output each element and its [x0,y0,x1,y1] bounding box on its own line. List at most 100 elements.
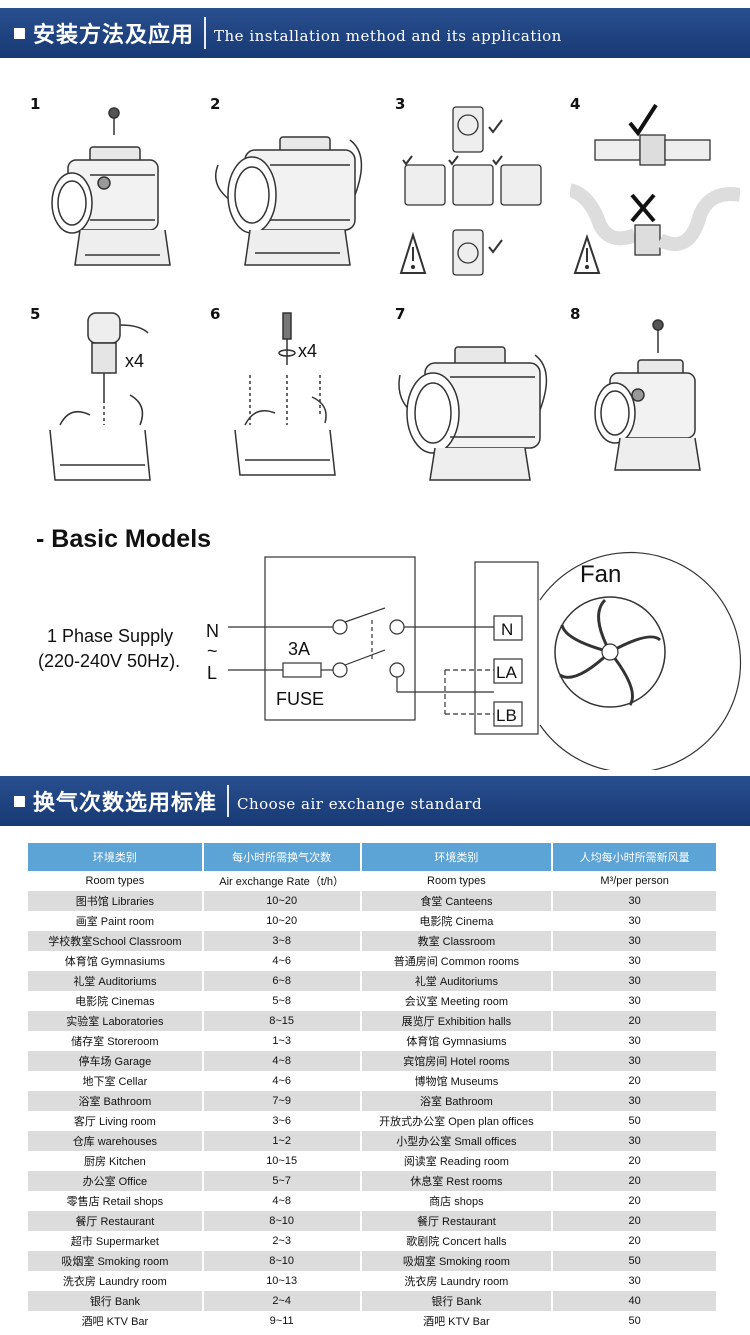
step-number: 3 [395,95,406,113]
table-cell: 小型办公室 Small offices [360,1131,554,1151]
step-6: 6 x4 [210,305,380,495]
table-cell: 30 [552,911,718,931]
table-cell: 20 [552,1071,718,1091]
step-number: 6 [210,305,221,323]
table-cell: 9~11 [202,1311,362,1331]
table-cell: 地下室 Cellar [28,1071,204,1091]
table-cell: 30 [552,1051,718,1071]
table-cell: 体育馆 Gymnasiums [360,1031,554,1051]
header-exchange-rate-cn: 每小时所需换气次数 [202,843,362,871]
table-cell: 浴室 Bathroom [360,1091,554,1111]
switch-box [264,556,416,721]
step-2: 2 [210,95,380,285]
table-cell: 会议室 Meeting room [360,991,554,1011]
table-cell: 20 [552,1211,718,1231]
table-cell: 展览厅 Exhibition halls [360,1011,554,1031]
section-title-en: Choose air exchange standard [237,795,483,813]
step-7: 7 [395,305,565,495]
table-cell: 20 [552,1191,718,1211]
step-5: 5 x4 [30,305,200,495]
table-cell: 20 [552,1151,718,1171]
table-cell: 30 [552,991,718,1011]
table-cell: 1~3 [202,1031,362,1051]
table-header-row: 环境类别 每小时所需换气次数 环境类别 人均每小时所需新风量 [28,843,718,871]
table-cell: 3~8 [202,931,362,951]
table-cell: 阅读室 Reading room [360,1151,554,1171]
wiring-diagram: 1 Phase Supply (220-240V 50Hz). N ~ L 3A… [38,551,742,770]
table-cell: 50 [552,1111,718,1131]
header-fresh-air-cn: 人均每小时所需新风量 [552,843,718,871]
subheader-room-types: Room types [28,871,204,891]
fuse-label: FUSE [276,689,324,709]
table-cell: 零售店 Retail shops [28,1191,204,1211]
table-cell: 储存室 Storeroom [28,1031,204,1051]
table-cell: 40 [552,1291,718,1311]
table-cell: 酒吧 KTV Bar [360,1311,554,1331]
subheader-room-types-2: Room types [360,871,554,891]
table-cell: 7~9 [202,1091,362,1111]
table-cell: 银行 Bank [360,1291,554,1311]
fan-label: Fan [580,561,621,588]
step-number: 7 [395,305,406,323]
table-cell: 5~7 [202,1171,362,1191]
table-cell: 食堂 Canteens [360,891,554,911]
table-cell: 办公室 Office [28,1171,204,1191]
table-cell: 30 [552,1091,718,1111]
tilde-label: ~ [207,641,218,661]
table-cell: 50 [552,1311,718,1331]
table-cell: 博物馆 Museums [360,1071,554,1091]
table-cell: 30 [552,1271,718,1291]
table-cell: 仓库 warehouses [28,1131,204,1151]
table-cell: 餐厅 Restaurant [28,1211,204,1231]
table-cell: 餐厅 Restaurant [360,1211,554,1231]
subheader-exchange-rate: Air exchange Rate（t/h） [202,871,362,891]
bullet-square-icon [14,795,25,807]
screws-base-icon: x4 [234,312,336,476]
fan-mounted-clamps-icon [398,346,548,481]
table-cell: 50 [552,1251,718,1271]
table-cell: 4~8 [202,1051,362,1071]
table-cell: 实验室 Laboratories [28,1011,204,1031]
step-number: 5 [30,305,41,323]
table-cell: 礼堂 Auditoriums [28,971,204,991]
table-cell: 酒吧 KTV Bar [28,1311,204,1331]
table-cell: 30 [552,1131,718,1151]
step-number: 8 [570,305,581,323]
table-cell: 30 [552,951,718,971]
mounting-orientations-icon [399,106,542,276]
table-cell: 30 [552,971,718,991]
supply-label: 1 Phase Supply [47,626,173,646]
subheader-per-person: M³/per person [552,871,718,891]
table-cell: 20 [552,1011,718,1031]
step-note: x4 [125,351,144,371]
step-note: x4 [298,341,317,361]
table-cell: 超市 Supermarket [28,1231,204,1251]
basic-models-title: - Basic Models [36,525,212,553]
table-cell: 休息室 Rest rooms [360,1171,554,1191]
table-cell: 普通房间 Common rooms [360,951,554,971]
terminal-lb: LB [496,706,517,725]
table-cell: 1~2 [202,1131,362,1151]
title-divider [227,785,230,817]
table-cell: 教室 Classroom [360,931,554,951]
table-cell: 6~8 [202,971,362,991]
table-cell: 30 [552,931,718,951]
table-cell: 8~10 [202,1211,362,1231]
table-cell: 宾馆房间 Hotel rooms [360,1051,554,1071]
fan-final-screw-icon [594,319,701,471]
table-cell: 洗衣房 Laundry room [28,1271,204,1291]
title-divider [204,17,207,49]
table-cell: 停车场 Garage [28,1051,204,1071]
table-cell: 30 [552,891,718,911]
bullet-square-icon [14,27,25,39]
header-room-type-cn-2: 环境类别 [360,843,554,871]
